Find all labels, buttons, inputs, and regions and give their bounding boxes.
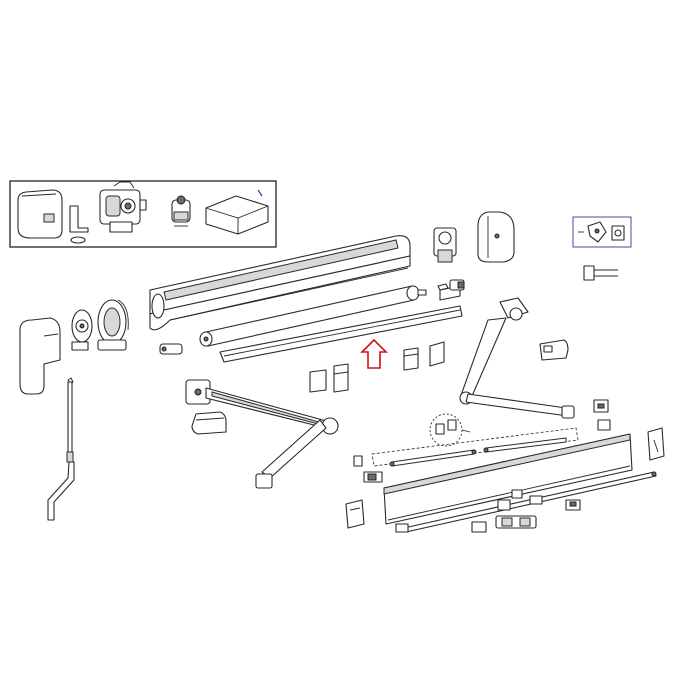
control-box[interactable] <box>205 189 269 235</box>
motor-plug[interactable] <box>171 195 191 227</box>
right-end-plug[interactable] <box>449 279 465 291</box>
up-arrow-icon <box>360 338 388 369</box>
right-arm-bracket[interactable] <box>539 339 569 361</box>
rail-stop-2[interactable] <box>565 499 581 511</box>
cassette-head-profile[interactable] <box>149 235 411 331</box>
electric-motor[interactable] <box>99 181 147 233</box>
motor-bracket[interactable] <box>69 205 89 244</box>
motor-kit-inset <box>9 180 277 248</box>
tension-rod-box <box>371 427 579 467</box>
bolt-set[interactable] <box>583 265 618 281</box>
left-folding-arm[interactable] <box>185 379 339 489</box>
rod-end-fittings[interactable] <box>353 455 383 483</box>
front-valance-profile[interactable] <box>383 433 633 525</box>
support-bracket-2[interactable] <box>333 363 349 393</box>
support-bracket-3[interactable] <box>403 347 419 371</box>
crank-handle[interactable] <box>47 377 75 521</box>
left-end-cap[interactable] <box>19 317 61 395</box>
rail-connector[interactable] <box>471 499 537 533</box>
side-clip-2[interactable] <box>597 419 611 431</box>
detail-magnifier[interactable] <box>429 413 471 447</box>
right-folding-arm[interactable] <box>459 297 575 419</box>
tension-rod-left[interactable] <box>389 449 477 467</box>
valance-end-cap[interactable] <box>345 499 365 529</box>
left-motor-housing[interactable] <box>97 299 129 351</box>
left-arm-bracket[interactable] <box>191 411 227 435</box>
bracket-callout-box <box>572 216 632 281</box>
end-cover-right[interactable] <box>647 427 665 461</box>
support-bracket-1[interactable] <box>309 369 327 393</box>
rail-stop-3[interactable] <box>511 489 523 499</box>
support-bracket-4[interactable] <box>429 341 445 367</box>
right-gear-unit[interactable] <box>433 227 457 263</box>
roller-end-pin[interactable] <box>159 343 183 355</box>
rail-stop-1[interactable] <box>529 495 543 505</box>
left-drive-gear[interactable] <box>71 309 93 351</box>
mounting-bracket-set[interactable] <box>578 221 625 243</box>
motor-cover[interactable] <box>17 189 63 239</box>
side-clip-1[interactable] <box>593 399 609 413</box>
right-end-cap[interactable] <box>477 211 515 263</box>
tension-rod-right[interactable] <box>483 437 567 453</box>
fabric-roller-tube[interactable] <box>199 285 427 347</box>
